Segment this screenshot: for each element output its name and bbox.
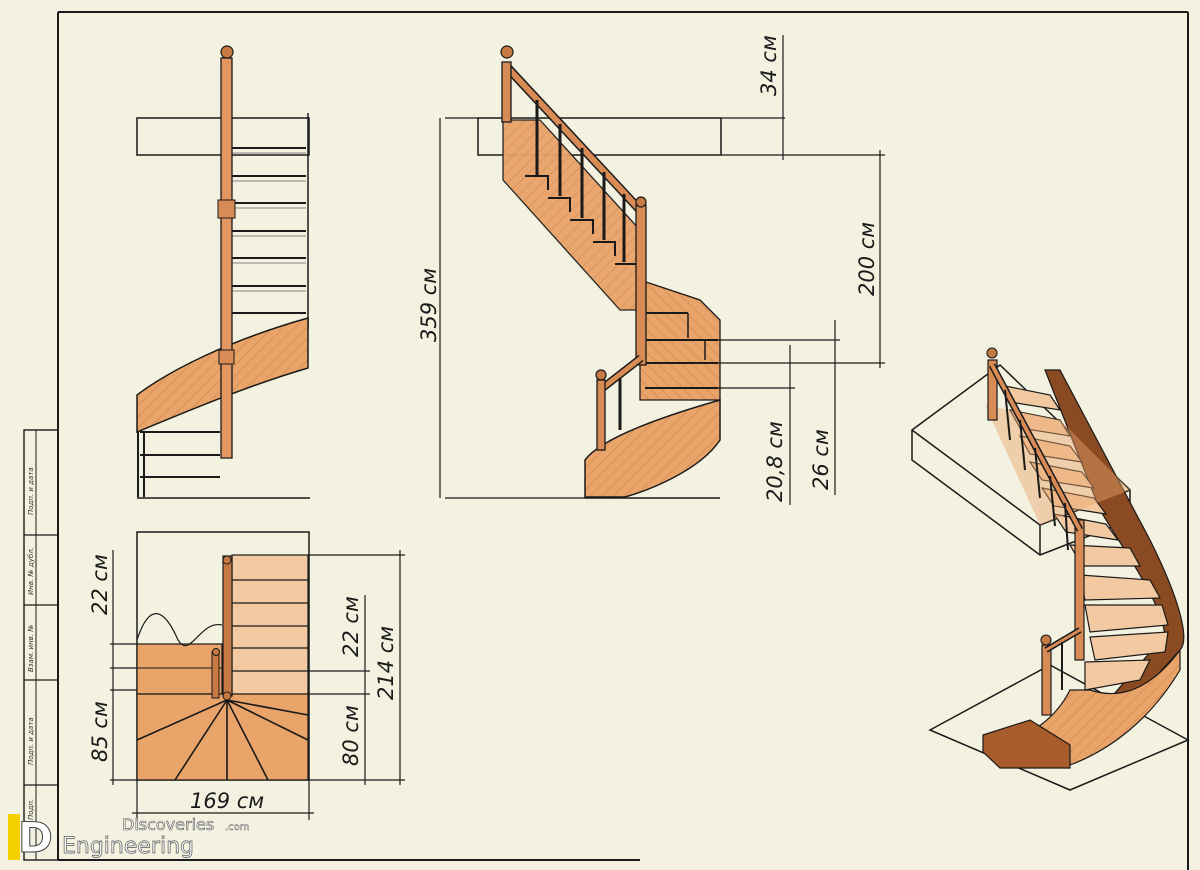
dim-top-gap: 34 см	[757, 35, 781, 96]
plan-view: 22 см 22 см 214 см 85 см 80 см 169 см	[88, 531, 405, 820]
dim-plan-tread-left: 22 см	[88, 554, 112, 615]
logo-line2: Engineering	[62, 834, 194, 859]
dim-plan-width: 169 см	[190, 789, 264, 813]
isometric-view	[911, 347, 1190, 791]
dim-total-height: 359 см	[417, 268, 441, 342]
discoveries-engineering-logo: D Discoveries .com Engineering	[8, 813, 250, 863]
stamp-cell-5: Подп.	[27, 799, 35, 820]
stamp-cell-4: Подп. и дата	[27, 717, 35, 765]
dim-plan-length: 214 см	[374, 626, 398, 700]
logo-letter: D	[18, 813, 53, 862]
dim-step-rise: 20,8 см	[763, 421, 787, 502]
stamp-cell-3: Взам. инв. №	[27, 624, 35, 672]
dim-upper-flight: 200 см	[855, 222, 879, 296]
dim-plan-tread-right: 22 см	[339, 596, 363, 657]
logo-line1: Discoveries	[122, 815, 214, 834]
dim-step-rise-2: 26 см	[809, 429, 833, 490]
dim-plan-lower-left: 85 см	[88, 701, 112, 762]
logo-line1-suffix: .com	[225, 822, 250, 833]
front-view-elevation: 34 см 200 см 359 см 20,8 см 26 см	[417, 35, 885, 505]
dim-plan-lower-right: 80 см	[339, 705, 363, 766]
stamp-cell-2: Инв. № дубл.	[27, 547, 35, 595]
title-block-stamp: Подп. и дата Инв. № дубл. Взам. инв. № П…	[23, 429, 59, 861]
stamp-cell-1: Подп. и дата	[27, 467, 35, 515]
side-view-elevation	[136, 45, 310, 499]
